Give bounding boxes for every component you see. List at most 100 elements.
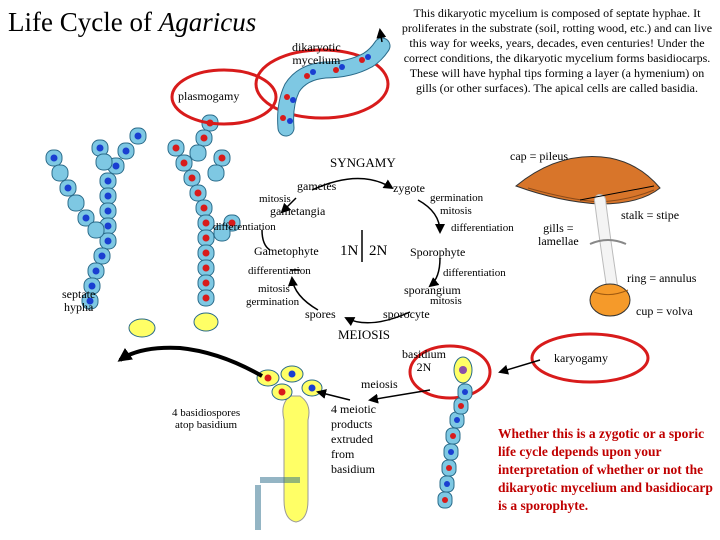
nucleus-icon: [112, 162, 120, 170]
basidium-hypha: [437, 356, 473, 509]
nucleus-icon: [264, 374, 272, 382]
nucleus-icon: [290, 97, 296, 103]
gametes-label: gametes: [297, 179, 337, 193]
ploidy-1n-label: 1N: [340, 243, 359, 259]
nucleus-icon: [88, 282, 96, 290]
nucleus-icon: [284, 94, 290, 100]
nucleus-icon: [444, 481, 450, 487]
mitosis-top-right-label: mitosis: [440, 205, 472, 217]
arrow-icon: [117, 345, 263, 378]
nucleus-icon: [459, 366, 467, 374]
nucleus-icon: [310, 69, 316, 75]
arrow-icon: [280, 197, 297, 214]
mushroom-icon: [515, 156, 661, 317]
arrow-icon: [376, 28, 387, 43]
nucleus-icon: [218, 154, 226, 162]
nucleus-icon: [50, 154, 58, 162]
nucleus-icon: [180, 159, 188, 167]
mitosis-sporangium-label: mitosis: [430, 295, 462, 307]
nucleus-icon: [442, 497, 448, 503]
nucleus-icon: [202, 279, 210, 287]
hypha-cell-icon: [95, 153, 113, 171]
nucleus-icon: [365, 54, 371, 60]
nucleus-icon: [92, 267, 100, 275]
nucleus-icon: [200, 204, 208, 212]
basidium-label: basidium 2N: [402, 347, 446, 374]
central-cycle: [261, 177, 445, 327]
cup-label: cup = volva: [636, 304, 693, 318]
mitosis-low-label: mitosis: [258, 283, 290, 295]
nucleus-icon: [202, 264, 210, 272]
nucleus-icon: [202, 219, 210, 227]
nucleus-icon: [104, 192, 112, 200]
arrow-icon: [498, 359, 541, 375]
sporocyte-label: sporocyte: [383, 307, 430, 321]
nucleus-icon: [82, 214, 90, 222]
hypha-cell-icon: [189, 144, 207, 162]
basidium-with-spores: [255, 365, 323, 530]
dikaryotic-nuclei: [280, 54, 371, 124]
nucleus-icon: [287, 118, 293, 124]
arrow-icon: [316, 389, 351, 401]
gametophyte-label: Gametophyte: [254, 244, 319, 258]
nucleus-icon: [98, 252, 106, 260]
nucleus-icon: [359, 57, 365, 63]
basidiospores-label: 4 basidiospores atop basidium: [172, 407, 241, 431]
meiosis-caps-label: MEIOSIS: [338, 327, 391, 342]
karyogamy-label: karyogamy: [554, 351, 608, 365]
septate-hypha-network: [45, 114, 241, 310]
sporophyte-label: Sporophyte: [410, 245, 466, 259]
nucleus-icon: [188, 174, 196, 182]
hypha-cell-icon: [207, 164, 225, 182]
nucleus-icon: [288, 370, 296, 378]
nucleus-icon: [304, 73, 310, 79]
dikaryotic-mycelium-note: This dikaryotic mycelium is composed of …: [401, 6, 713, 95]
nucleus-icon: [454, 417, 460, 423]
nucleus-icon: [333, 67, 339, 73]
germination-top-label: germination: [430, 192, 484, 204]
nucleus-icon: [228, 219, 236, 227]
nucleus-icon: [104, 207, 112, 215]
arrow-icon: [261, 229, 271, 251]
nucleus-icon: [104, 177, 112, 185]
hypha-cell-icon: [213, 224, 231, 242]
differentiation-low-left-label: differentiation: [248, 265, 311, 277]
nucleus-icon: [202, 249, 210, 257]
mitosis-left-label: mitosis: [259, 193, 291, 205]
nucleus-icon: [308, 384, 316, 392]
spores-label: spores: [305, 307, 336, 321]
nucleus-icon: [172, 144, 180, 152]
meiosis-label: meiosis: [361, 377, 398, 391]
sporangium-label: sporangium: [404, 283, 461, 297]
nucleus-icon: [122, 147, 130, 155]
arrow-icon: [344, 311, 411, 327]
dikaryotic-mycelium-label: dikaryotic mycelium: [292, 40, 341, 67]
ploidy-2n-label: 2N: [369, 243, 388, 259]
differentiation-left-label: differentiation: [213, 221, 276, 233]
karyogamy-highlight: [530, 332, 650, 384]
nucleus-icon: [446, 465, 452, 471]
arrow-icon: [417, 199, 445, 234]
arrow-icon: [428, 257, 441, 288]
nucleus-icon: [96, 144, 104, 152]
cap-label: cap = pileus: [510, 149, 569, 163]
nucleus-icon: [104, 237, 112, 245]
dikaryotic-mycelium-highlight: [254, 48, 390, 120]
nucleus-icon: [194, 189, 202, 197]
spore-icon: [128, 318, 156, 338]
nucleus-icon: [202, 294, 210, 302]
hypha-nuclei: [50, 119, 236, 305]
gills-label: gills = lamellae: [538, 221, 579, 248]
meiotic-products-label: 4 meiotic products extruded from basidiu…: [331, 402, 376, 476]
page-title: Life Cycle of Agaricus: [8, 7, 257, 37]
plasmogamy-label: plasmogamy: [178, 89, 240, 103]
syngamy-label: SYNGAMY: [330, 155, 396, 170]
nucleus-icon: [134, 132, 142, 140]
basidium-highlight: [408, 344, 492, 400]
gametangia-label: gametangia: [270, 204, 326, 218]
plasmogamy-highlight: [170, 68, 278, 126]
arrow-icon: [287, 276, 319, 311]
nucleus-icon: [450, 433, 456, 439]
hypha-cell-icon: [87, 221, 105, 239]
